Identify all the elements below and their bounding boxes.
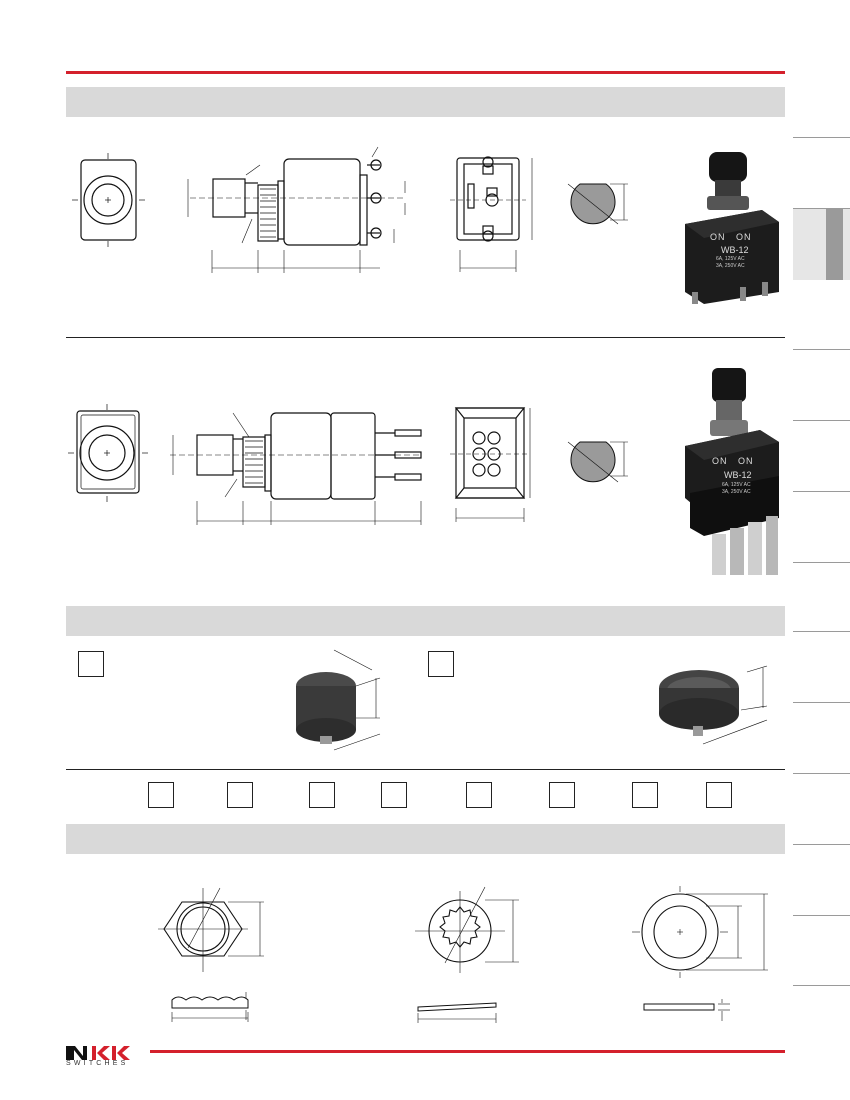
cap-option-box[interactable] [78, 651, 104, 677]
switch-photo-contacts: ON ON [710, 232, 752, 242]
side-tab-rule [793, 915, 850, 916]
flat-washer-side-drawing [643, 999, 730, 1021]
switch-photo-rating: 6A, 125V AC [716, 256, 745, 262]
divider-terminal-variants [66, 337, 785, 338]
hex-nut-drawing [158, 887, 264, 972]
side-tab-active[interactable] [793, 208, 850, 280]
side-tab-rule [793, 562, 850, 563]
cap-color-box[interactable] [227, 782, 253, 808]
switch-photo-rating: 3A, 250V AC [716, 263, 745, 269]
hex-nut-side-drawing [171, 992, 249, 1022]
panel-cutout-drawing [567, 183, 628, 225]
section-band-dimensions [66, 87, 785, 117]
cap-color-box[interactable] [632, 782, 658, 808]
panel-cutout-drawing [567, 441, 628, 483]
rear-view-drawing [450, 407, 531, 522]
cap-color-box[interactable] [706, 782, 732, 808]
section-band-hardware [66, 824, 785, 854]
cap-color-box[interactable] [466, 782, 492, 808]
switch-photo [685, 152, 779, 304]
lock-washer-drawing [415, 886, 519, 973]
side-view-drawing [187, 146, 406, 273]
switch-photo-rating: 6A, 125V AC [722, 482, 751, 488]
footer-red-rule [150, 1050, 785, 1053]
top-red-rule [66, 71, 785, 74]
switch-photo [685, 368, 779, 575]
cap-color-box[interactable] [381, 782, 407, 808]
side-tab-rule [793, 420, 850, 421]
switch-photo-rating: 3A, 250V AC [722, 489, 751, 495]
side-tab-rule [793, 631, 850, 632]
flat-washer-drawing [632, 886, 768, 978]
side-view-drawing [170, 412, 422, 525]
side-tab-rule [793, 844, 850, 845]
divider-cap-colors [66, 769, 785, 770]
front-view-drawing [68, 404, 148, 502]
cap-photo [296, 649, 381, 751]
side-tab-rule [793, 702, 850, 703]
side-tab-rule [793, 349, 850, 350]
side-tab-rule [793, 137, 850, 138]
switch-photo-model: WB-12 [724, 470, 752, 480]
cap-color-box[interactable] [148, 782, 174, 808]
rear-view-drawing [450, 156, 533, 272]
cap-color-box[interactable] [549, 782, 575, 808]
cap-option-box[interactable] [428, 651, 454, 677]
front-view-drawing [72, 153, 145, 247]
logo-subtext: SWITCHES [66, 1060, 129, 1067]
switch-photo-contacts: ON ON [712, 456, 754, 466]
side-tab-rule [793, 985, 850, 986]
nkk-logo [66, 1046, 130, 1060]
lock-washer-side-drawing [417, 1002, 497, 1023]
side-tab-rule [793, 773, 850, 774]
cap-color-box[interactable] [309, 782, 335, 808]
switch-photo-model: WB-12 [721, 245, 749, 255]
side-tab-rule [793, 491, 850, 492]
cap-photo [659, 665, 768, 745]
section-band-caps [66, 606, 785, 636]
